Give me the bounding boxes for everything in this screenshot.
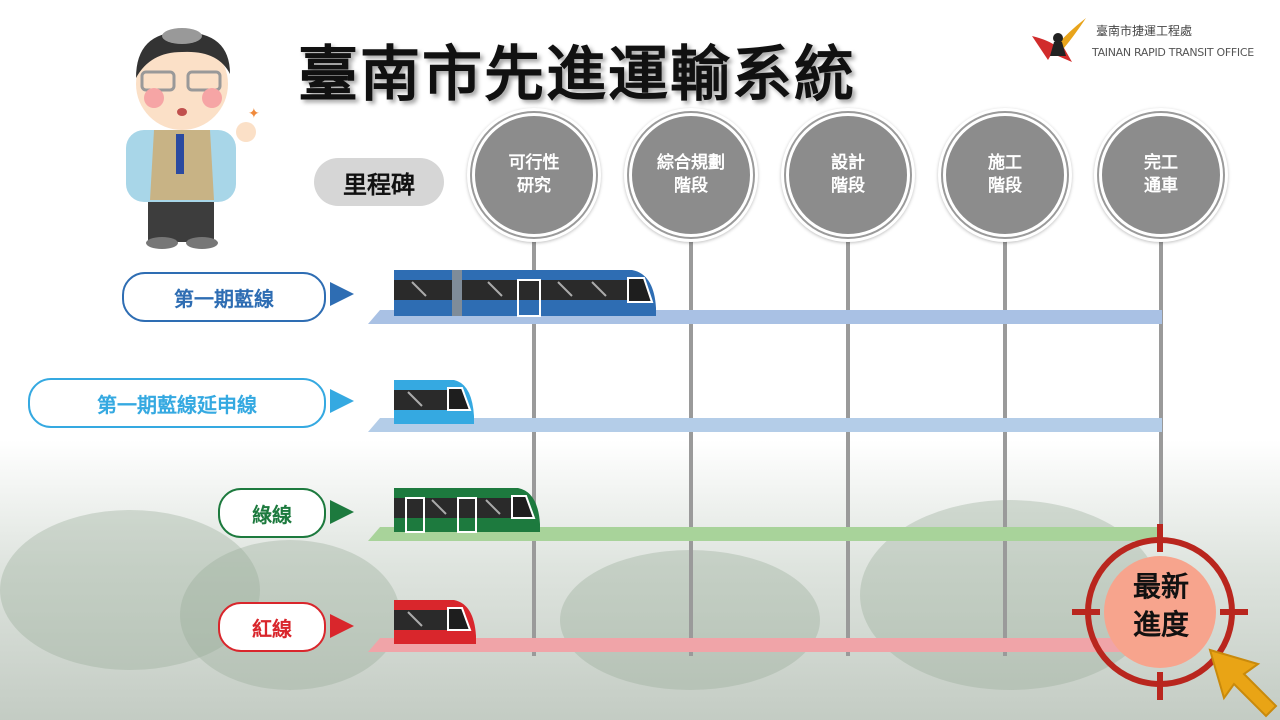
logo-emblem-icon [1032, 18, 1086, 62]
green-line-train-icon [394, 488, 540, 533]
stage-text: 設計 [831, 153, 865, 173]
stage-text: 階段 [831, 176, 865, 196]
stage-text: 研究 [517, 176, 551, 196]
line-label-blue-extension: 第一期藍線延申線 [28, 378, 326, 428]
logo-text-en: TAINAN RAPID TRANSIT OFFICE [1092, 46, 1254, 59]
pointer-cursor-icon [1208, 648, 1278, 718]
latest-progress-text: 進度 [1132, 608, 1189, 641]
arrow-right-icon [330, 389, 354, 413]
latest-progress-target-icon[interactable] [1072, 524, 1248, 700]
latest-progress-text: 最新 [1132, 570, 1189, 603]
stage-feasibility-study: 可行性研究 [467, 108, 601, 242]
stage-line-4 [1003, 232, 1007, 656]
arrow-right-icon [330, 614, 354, 638]
stage-design: 設計階段 [781, 108, 915, 242]
line-label-green: 綠線 [218, 488, 326, 538]
page-title: 臺南市先進運輸系統 [298, 40, 856, 110]
line-label-red: 紅線 [218, 602, 326, 652]
stage-text: 通車 [1144, 176, 1178, 196]
svg-text:✦: ✦ [248, 106, 260, 122]
stage-text: 完工 [1144, 153, 1178, 173]
stage-construction: 施工階段 [938, 108, 1072, 242]
track-blue-extension [368, 418, 1162, 432]
stage-comprehensive-planning: 綜合規劃階段 [624, 108, 758, 242]
blue-extension-train-icon [394, 380, 474, 424]
arrow-right-icon [330, 500, 354, 524]
stage-text: 階段 [674, 176, 708, 196]
stage-text: 可行性 [508, 153, 560, 173]
background-scenery [0, 440, 1280, 720]
stage-line-1 [532, 232, 536, 656]
tainan-rapid-transit-logo: 臺南市捷運工程處 TAINAN RAPID TRANSIT OFFICE [1028, 16, 1268, 66]
milestone-label: 里程碑 [314, 158, 444, 206]
line-label-blue: 第一期藍線 [122, 272, 326, 322]
stage-text: 階段 [988, 176, 1022, 196]
red-line-train-icon [394, 600, 476, 644]
stage-text: 施工 [988, 153, 1022, 173]
latest-progress-button[interactable]: 最新 進度 [1116, 568, 1206, 644]
stage-line-2 [689, 232, 693, 656]
blue-line-train-icon [394, 270, 656, 317]
stage-completion-opening: 完工通車 [1094, 108, 1228, 242]
track-red-line [368, 638, 1128, 652]
logo-text-zh: 臺南市捷運工程處 [1096, 24, 1193, 38]
track-green-line [368, 527, 1162, 541]
mayor-mascot: ✦ [126, 28, 260, 249]
stage-line-5 [1159, 232, 1163, 528]
stage-text: 綜合規劃 [657, 153, 725, 173]
stage-line-3 [846, 232, 850, 656]
arrow-right-icon [330, 282, 354, 306]
